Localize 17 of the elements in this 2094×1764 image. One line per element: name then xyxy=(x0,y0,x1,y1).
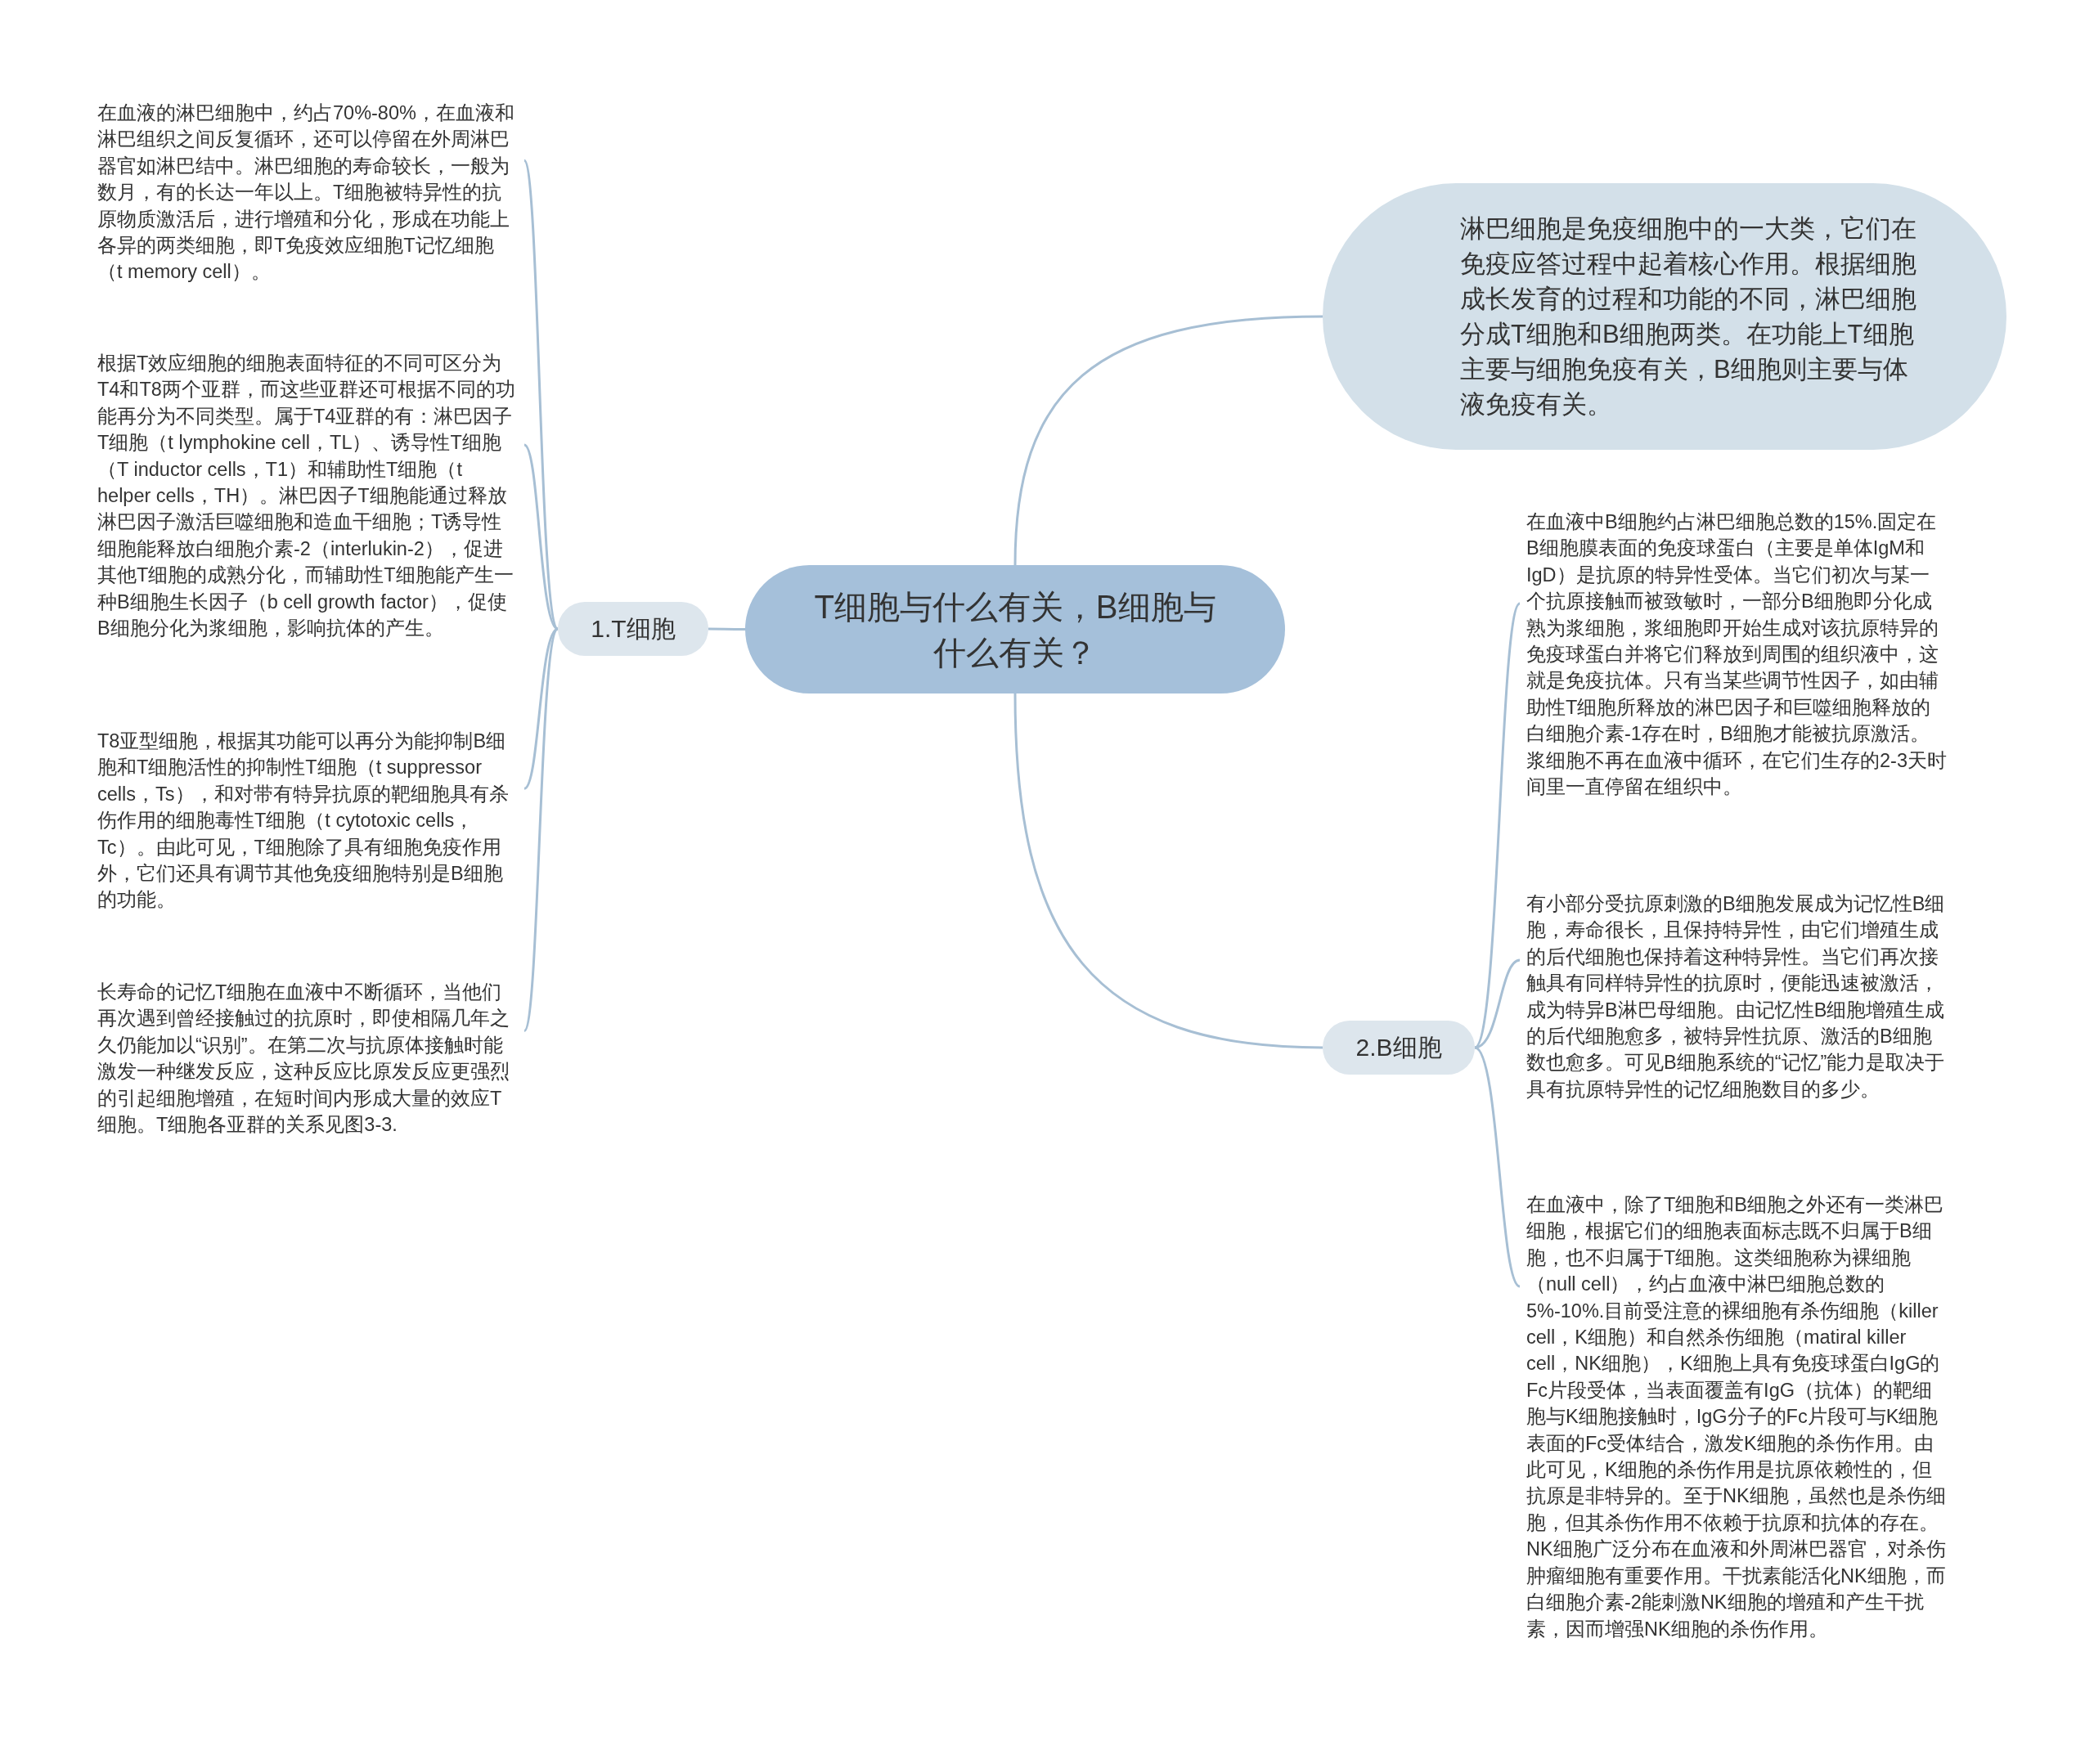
topic-pill: 1.T细胞 xyxy=(558,602,708,656)
connector xyxy=(523,628,559,1032)
note-text: T8亚型细胞，根据其功能可以再分为能抑制B细胞和T细胞活性的抑制性T细胞（t suppressor cells，Ts），和对带有特异抗原的靶细胞具有杀伤作用的细胞毒性T细胞（t cytotoxic cells， Tc）。由此可见，T细胞除了具有细胞免疫作用外，它们还具有调节其他免疫细胞特别是B细胞的功能。 xyxy=(91,725,524,917)
note-text: 长寿命的记忆T细胞在血液中不断循环，当他们再次遇到曾经接触过的抗原时，即使相隔几年之久仍能加以“识别”。在第二次与抗原体接触时能激发一种继发反应，这种反应比原发反应更强烈的引起细胞增殖，在短时间内形成大量的效应T细胞。T细胞各亚群的关系见图3-3. xyxy=(91,976,524,1142)
connector xyxy=(1474,1046,1521,1288)
topic-pill: 2.B细胞 xyxy=(1323,1021,1475,1075)
note-text: 在血液中，除了T细胞和B细胞之外还有一类淋巴细胞，根据它们的细胞表面标志既不归属于B细胞，也不归属于T细胞。这类细胞称为裸细胞（null cell），约占血液中淋巴细胞总数的5%-10%.目前受注意的裸细胞有杀伤细胞（killer cell，K细胞）和自然杀伤细胞（matiral killer cell，NK细胞），K细胞上具有免疫球蛋白IgG的Fc片段受体，当表面覆盖有IgG（抗体）的靶细胞与K细胞接触时，IgG分子的Fc片段可与K细胞表面的Fc受体结合，激发K细胞的杀伤作用。由此可见，K细胞的杀伤作用是抗原依赖性的，但抗原是非特异的。至于NK细胞，虽然也是杀伤细胞，但其杀伤作用不依赖于抗原和抗体的存在。NK细胞广泛分布在血液和外周淋巴器官，对杀伤肿瘤细胞有重要作用。干扰素能活化NK细胞，而白细胞介素-2能刺激NK细胞的增殖和产生干扰素，因而增强NK细胞的杀伤作用。 xyxy=(1520,1188,1953,1645)
note-text: 有小部分受抗原刺激的B细胞发展成为记忆性B细胞，寿命很长，且保持特异性，由它们增殖生成的后代细胞也保持着这种特异性。当它们再次接触具有同样特异性的抗原时，便能迅速被激活，成为特异B淋巴母细胞。由记忆性B细胞增殖生成的后代细胞愈多，被特异性抗原、激活的B细胞数也愈多。可见B细胞系统的“记忆”能力是取决于具有抗原特异性的记忆细胞数目的多少。 xyxy=(1520,887,1953,1106)
connector xyxy=(1013,315,1323,566)
central-topic: T细胞与什么有关，B细胞与什么有关？ xyxy=(745,565,1285,693)
connector xyxy=(523,159,559,630)
note-text: 在血液中B细胞约占淋巴细胞总数的15%.固定在B细胞膜表面的免疫球蛋白（主要是单体IgM和IgD）是抗原的特异性受体。当它们初次与某一个抗原接触而被致敏时，一部分B细胞即分化成熟为浆细胞，浆细胞即开始生成对该抗原特异的免疫球蛋白并将它们释放到周围的组织液中，这就是免疫抗体。只有当某些调节性因子，如由辅助性T细胞所释放的淋巴因子和巨噬细胞释放的白细胞介素-1存在时，B细胞才能被抗原激活。浆细胞不再在血液中循环，在它们生存的2-3天时间里一直停留在组织中。 xyxy=(1520,505,1953,804)
topic-pill: 淋巴细胞是免疫细胞中的一大类，它们在免疫应答过程中起着核心作用。根据细胞成长发育的过程和功能的不同，淋巴细胞分成T细胞和B细胞两类。在功能上T细胞主要与细胞免疫有关，B细胞则主要与体液免疫有关。 xyxy=(1323,183,2006,450)
connector xyxy=(708,627,745,631)
note-text: 根据T效应细胞的细胞表面特征的不同可区分为T4和T8两个亚群，而这些亚群还可根据不同的功能再分为不同类型。属于T4亚群的有：淋巴因子T细胞（t lymphokine cell，TL）、诱导性T细胞（T inductor cells，T1）和辅助性T细胞（t helper cells，TH）。淋巴因子T细胞能通过释放淋巴因子激活巨噬细胞和造血干细胞；T诱导性细胞能释放白细胞介素-2（interlukin-2），促进其他T细胞的成熟分化，而辅助性T细胞能产生一种B细胞生长因子（b cell growth factor），促使B细胞分化为浆细胞，影响抗体的产生。 xyxy=(91,347,524,645)
connector xyxy=(1013,693,1323,1049)
note-text: 在血液的淋巴细胞中，约占70%-80%，在血液和淋巴组织之间反复循环，还可以停留在外周淋巴器官如淋巴结中。淋巴细胞的寿命较长，一般为数月，有的长达一年以上。T细胞被特异性的抗原物质激活后，进行增殖和分化，形成在功能上各异的两类细胞，即T免疫效应细胞T记忆细胞（t memory cell）。 xyxy=(91,97,524,289)
